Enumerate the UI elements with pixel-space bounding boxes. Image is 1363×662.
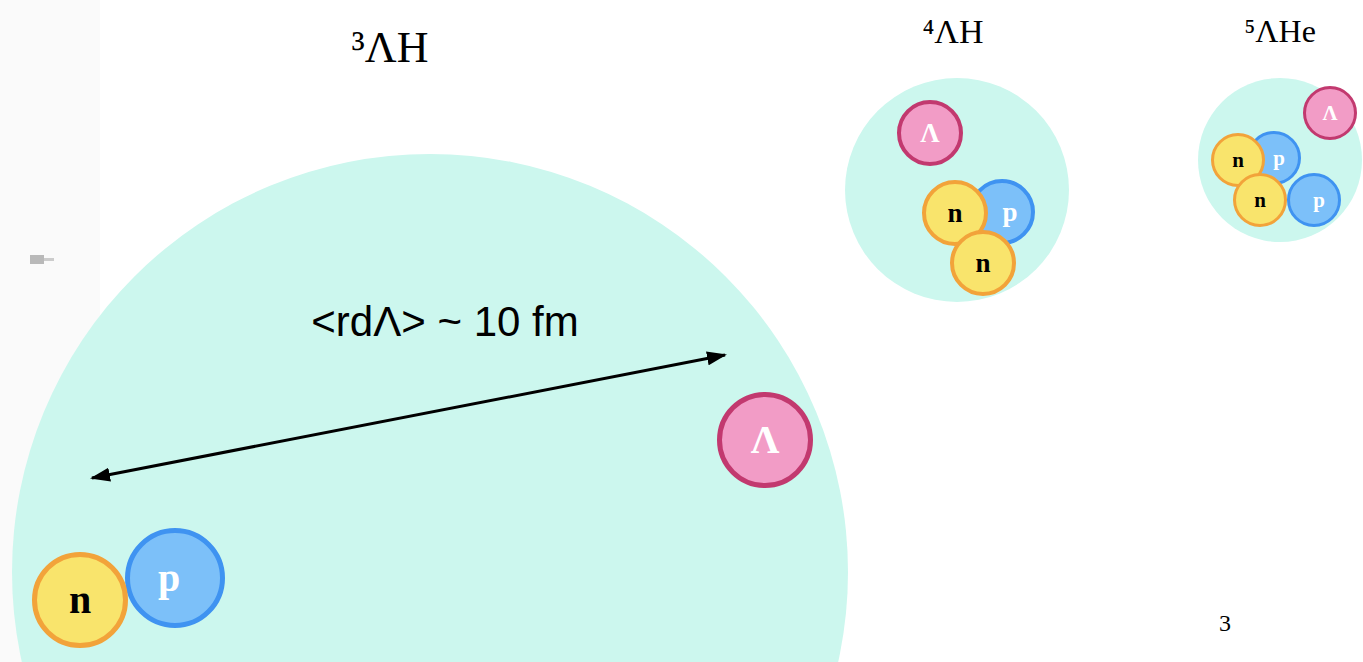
baryon-circle: n: [32, 552, 128, 648]
particle-symbol: Λ: [1322, 103, 1337, 124]
baryon-circle: p: [125, 528, 225, 628]
distance-label: <rdΛ> ~ 10 fm: [311, 298, 578, 346]
baryon-circle: n: [950, 230, 1016, 296]
nucleus-label: ⁵ΛHe: [1244, 12, 1316, 50]
baryon-circle: Λ: [897, 100, 963, 166]
particle-symbol: p: [158, 558, 180, 598]
smudge-mark: [44, 258, 54, 261]
baryon-circle: Λ: [717, 392, 813, 488]
hypernucleus-cloud: ⁵ΛHeΛnpnp: [1198, 78, 1362, 242]
particle-symbol: Λ: [920, 120, 939, 147]
nucleus-label: ⁴ΛH: [922, 12, 983, 53]
particle-symbol: n: [1254, 190, 1266, 211]
hypernucleus-cloud: ⁴ΛHΛnpn: [845, 78, 1069, 302]
baryon-circle: p: [1287, 173, 1341, 227]
particle-symbol: p: [1002, 199, 1017, 226]
particle-symbol: Λ: [751, 420, 780, 460]
particle-symbol: n: [947, 200, 962, 227]
particle-symbol: n: [1232, 150, 1244, 171]
baryon-circle: n: [1233, 173, 1287, 227]
particle-symbol: p: [1273, 148, 1285, 169]
particle-symbol: n: [69, 580, 91, 620]
hypernucleus-cloud: ³ΛHnpΛ: [12, 154, 848, 662]
page-number: 3: [1219, 610, 1231, 638]
nucleus-label: ³ΛH: [352, 22, 429, 75]
smudge-mark: [30, 255, 44, 264]
baryon-circle: Λ: [1303, 86, 1357, 140]
particle-symbol: n: [975, 250, 990, 277]
particle-symbol: p: [1313, 190, 1325, 211]
